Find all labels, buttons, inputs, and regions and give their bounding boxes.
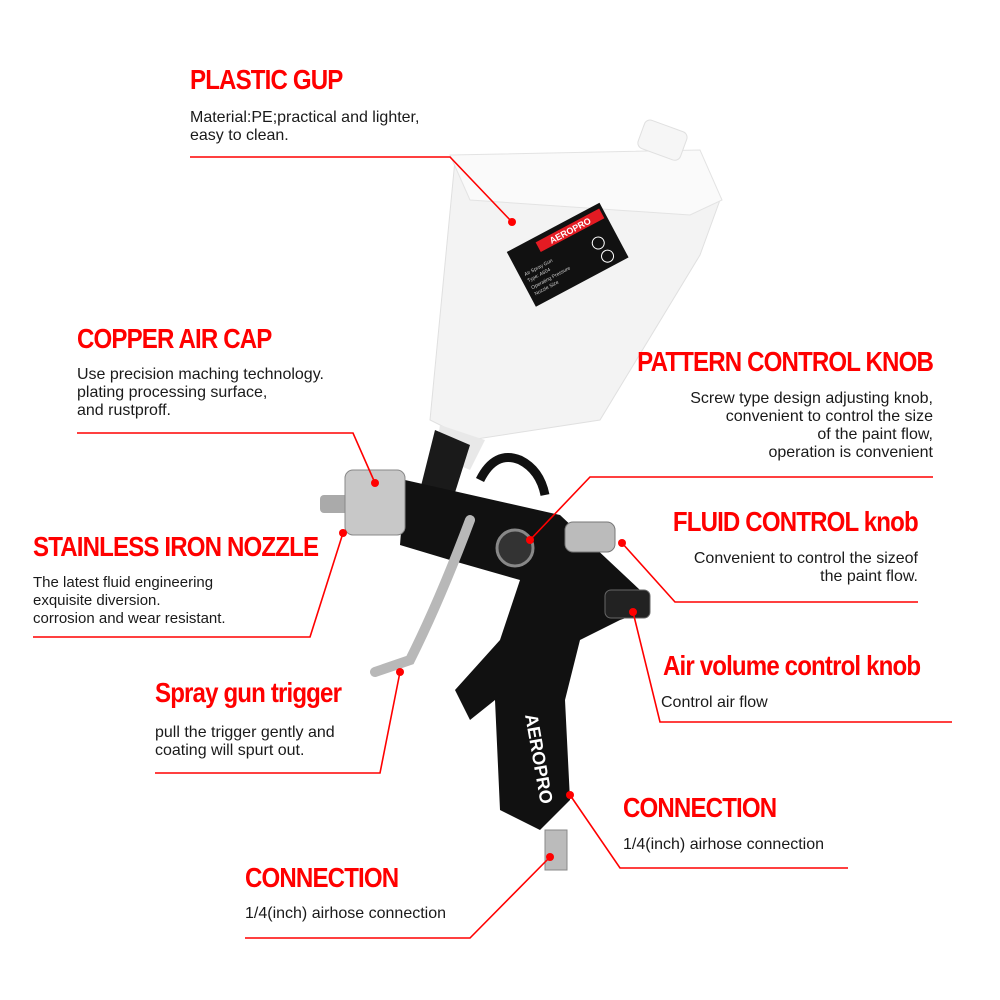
callout-title-pattern-control-knob: PATTERN CONTROL KNOB bbox=[637, 346, 934, 377]
callout-title-fluid-control-knob: FLUID CONTROL knob bbox=[673, 506, 919, 537]
desc-line: Use precision maching technology. bbox=[77, 366, 324, 383]
callout-title-stainless-nozzle: STAINLESS IRON NOZZLE bbox=[33, 531, 319, 562]
desc-line: Convenient to control the sizeof bbox=[693, 550, 918, 567]
callout-desc-connection-fitting: 1/4(inch) airhose connection bbox=[245, 905, 446, 923]
callout-desc-air-volume-knob: Control air flow bbox=[661, 694, 768, 712]
desc-line: the paint flow. bbox=[820, 568, 918, 585]
leader-lines bbox=[33, 156, 952, 939]
gun-body: AEROPRO bbox=[320, 430, 651, 871]
callout-title-copper-air-cap: COPPER AIR CAP bbox=[77, 323, 272, 354]
callout-desc-connection-handle: 1/4(inch) airhose connection bbox=[623, 836, 824, 854]
desc-line: 1/4(inch) airhose connection bbox=[245, 905, 447, 922]
callout-title-trigger: Spray gun trigger bbox=[155, 677, 342, 708]
callout-desc-trigger: pull the trigger gently and coating will… bbox=[155, 724, 335, 760]
callout-dots bbox=[339, 218, 637, 861]
desc-line: The latest fluid engineering bbox=[33, 574, 214, 591]
callout-title-plastic-cup: PLASTIC GUP bbox=[190, 64, 343, 95]
desc-line: 1/4(inch) airhose connection bbox=[623, 836, 825, 853]
desc-line: easy to clean. bbox=[190, 127, 289, 144]
desc-line: corrosion and wear resistant. bbox=[33, 610, 226, 627]
callout-title-connection-handle: CONNECTION bbox=[623, 792, 777, 823]
callout-desc-stainless-nozzle: The latest fluid engineering exquisite d… bbox=[33, 574, 226, 628]
callout-desc-pattern-control-knob: Screw type design adjusting knob, conven… bbox=[690, 390, 933, 462]
callout-title-air-volume-knob: Air volume control knob bbox=[663, 650, 921, 681]
callout-desc-plastic-cup: Material:PE;practical and lighter, easy … bbox=[190, 109, 419, 145]
desc-line: Control air flow bbox=[661, 694, 768, 711]
callout-desc-copper-air-cap: Use precision maching technology. platin… bbox=[77, 366, 324, 420]
callout-desc-fluid-control-knob: Convenient to control the sizeof the pai… bbox=[694, 550, 918, 586]
desc-line: plating processing surface, bbox=[77, 384, 268, 401]
desc-line: and rustproff. bbox=[77, 402, 171, 419]
plastic-cup bbox=[429, 119, 723, 470]
cup-label: AEROPRO Air Spray Gun Type: A604 Operati… bbox=[506, 202, 629, 307]
desc-line: coating will spurt out. bbox=[155, 742, 305, 759]
callout-title-connection-fitting: CONNECTION bbox=[245, 862, 399, 893]
desc-line: convenient to control the size bbox=[725, 408, 933, 425]
desc-line: of the paint flow, bbox=[817, 426, 933, 443]
desc-line: operation is convenient bbox=[768, 444, 933, 461]
desc-line: Material:PE;practical and lighter, bbox=[190, 109, 420, 126]
desc-line: exquisite diversion. bbox=[33, 592, 161, 609]
desc-line: pull the trigger gently and bbox=[155, 724, 335, 741]
desc-line: Screw type design adjusting knob, bbox=[690, 390, 933, 407]
